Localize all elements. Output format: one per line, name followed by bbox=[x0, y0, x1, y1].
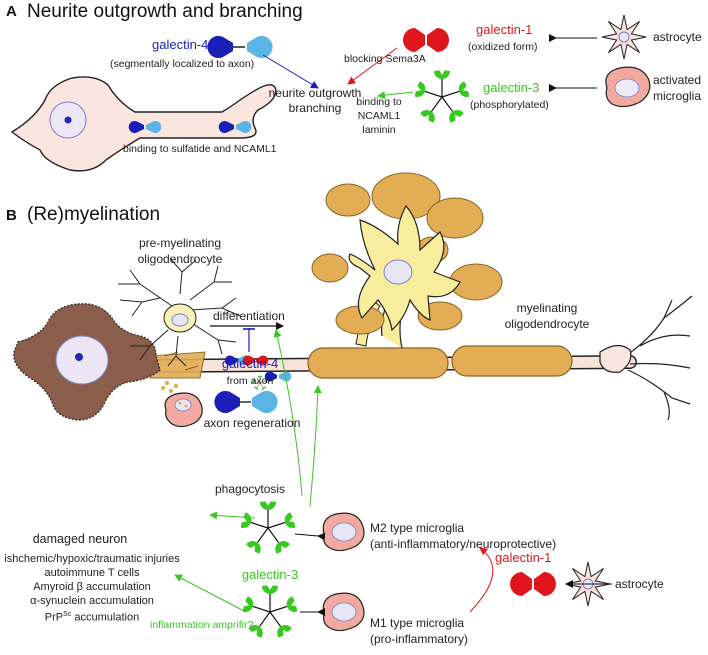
axon-regeneration-label: axon regeneration bbox=[203, 416, 301, 430]
panel-a-letter: A bbox=[6, 3, 17, 20]
premyel-label-2: oligodendrocyte bbox=[137, 252, 223, 266]
cause-item-prp: PrPSc accumulation bbox=[4, 608, 179, 625]
galectin3-to-axon-arrow bbox=[309, 385, 322, 507]
neurite-outgrowth-label: neurite outgrowth bbox=[268, 86, 362, 100]
galectin4-dimer-icon bbox=[207, 36, 273, 59]
blocking-sema3a: blocking Sema3A bbox=[344, 53, 426, 65]
myel-label-2: oligodendrocyte bbox=[504, 317, 590, 331]
microglia-label-2: microglia bbox=[653, 89, 702, 103]
galectin1-note: (oxidized form) bbox=[468, 41, 538, 53]
m1-microglia-icon bbox=[322, 592, 365, 632]
galectin4-arrow bbox=[262, 54, 319, 89]
astrocyte-label-b: astrocyte bbox=[615, 577, 664, 591]
m2-galectin3-arrow bbox=[294, 532, 326, 541]
microglia-icon bbox=[605, 66, 651, 108]
damage-causes-list: ishchemic/hypoxic/traumatic injuries aut… bbox=[4, 552, 179, 625]
galectin3-to-phago-arrow bbox=[209, 511, 256, 520]
premyelinating-oligodendrocyte-icon bbox=[118, 257, 241, 367]
phagocytosis-label: phagocytosis bbox=[215, 482, 286, 496]
galectin4-label: galectin-4 bbox=[152, 37, 209, 52]
binding-label-3: laminin bbox=[362, 124, 396, 136]
galectin1-label-a: galectin-1 bbox=[476, 22, 533, 37]
galectin4-note: (segmentally localized to axon) bbox=[110, 58, 255, 70]
m2-microglia-icon bbox=[322, 512, 365, 552]
galectin3-on-axon-icon bbox=[252, 375, 268, 391]
prp-superscript: Sc bbox=[63, 611, 72, 618]
binding-label-2: NCAML1 bbox=[357, 110, 401, 122]
panel-a-title: Neurite outgrowth and branching bbox=[27, 1, 303, 22]
galectin4-label-b: galectin-4 bbox=[221, 356, 279, 371]
dendrites-icon bbox=[599, 295, 693, 421]
m2-label-2: (anti-inflammatory/neuroprotective) bbox=[370, 537, 557, 551]
prp-label: PrP bbox=[44, 611, 64, 624]
galectin4-on-axon-icon bbox=[128, 121, 252, 134]
inflammation-label: inflammation amprifir? bbox=[150, 619, 254, 631]
galectin3-label-b: galectin-3 bbox=[241, 567, 299, 582]
cause-item: ishchemic/hypoxic/traumatic injuries bbox=[4, 553, 180, 565]
cause-item: α-synuclein accumulation bbox=[30, 595, 154, 607]
m1-to-m2-arrow bbox=[469, 547, 494, 613]
from-axon-label: from axon bbox=[226, 375, 274, 387]
differentiation-label: differentiation bbox=[213, 309, 285, 323]
m1-label-2: (pro-inflammatory) bbox=[370, 632, 469, 646]
myel-label-1: myelinating bbox=[516, 301, 578, 315]
galectin3-label-a: galectin-3 bbox=[483, 80, 540, 95]
sulfatide-label: binding to sulfatide and NCAML1 bbox=[123, 143, 277, 155]
cause-item: autoimmune T cells bbox=[44, 567, 140, 579]
neuron-a bbox=[10, 76, 277, 172]
binding-label-1: binding to bbox=[356, 96, 402, 108]
panel-b-title: (Re)myelination bbox=[27, 204, 161, 225]
m1-label-1: M1 type microglia bbox=[370, 616, 465, 630]
inflammation-arrow bbox=[174, 574, 247, 613]
galectin3-pentamer-b2-icon bbox=[242, 585, 298, 638]
damaged-neuron-label: damaged neuron bbox=[32, 532, 128, 546]
galectin4-dimer-b-icon bbox=[214, 391, 278, 413]
phagocytic-microglia-icon bbox=[164, 392, 203, 428]
m2-label-1: M2 type microglia bbox=[370, 521, 465, 535]
galectin3-pentamer-icon bbox=[414, 70, 470, 123]
microglia-label-1: activated bbox=[653, 73, 702, 87]
damaged-neuron-icon bbox=[13, 303, 161, 421]
galectin1-dimer-icon bbox=[403, 28, 449, 52]
branching-label: branching bbox=[288, 101, 342, 115]
galectin3-to-oligo-arrow bbox=[273, 329, 303, 497]
galectin1-dimer-b-icon bbox=[510, 572, 556, 596]
galectin3-arrow-a bbox=[377, 91, 414, 100]
astrocyte-icon bbox=[601, 14, 647, 60]
prp-accumulation: accumulation bbox=[71, 611, 140, 624]
myelin-segments bbox=[149, 345, 573, 394]
galectin3-pentamer-b1-icon bbox=[240, 501, 296, 554]
galectin1-arrow bbox=[347, 47, 398, 85]
galectin3-note: (phosphorylated) bbox=[470, 99, 549, 111]
astrocyte-label-a: astrocyte bbox=[653, 30, 702, 44]
galectin1-label-b: galectin-1 bbox=[495, 550, 552, 565]
myelinating-oligodendrocyte-icon bbox=[311, 172, 503, 349]
panel-b-letter: B bbox=[6, 207, 17, 224]
cause-item: Amyroid β accumulation bbox=[33, 581, 151, 593]
premyel-label-1: pre-myelinating bbox=[138, 236, 222, 250]
